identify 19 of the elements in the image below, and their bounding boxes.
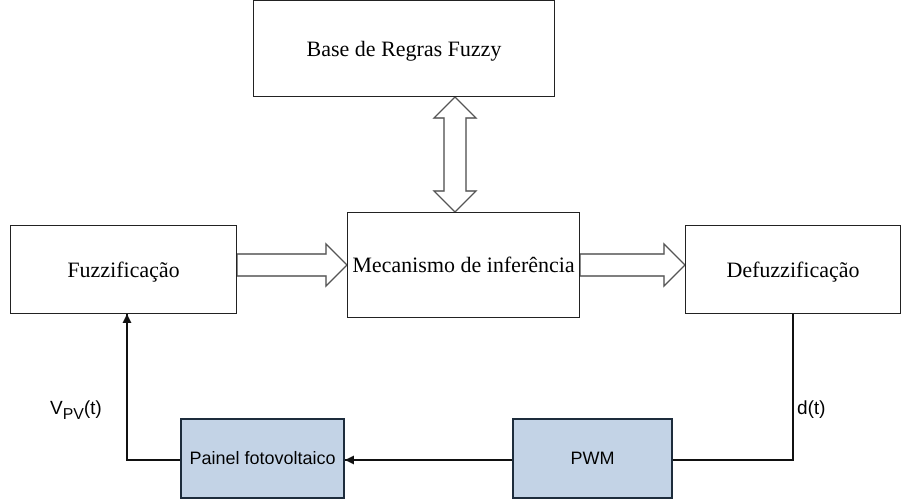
block-arrow <box>432 96 478 213</box>
edge-label: d(t) <box>795 398 828 420</box>
box-label: Painel fotovoltaico <box>189 447 336 470</box>
process-box <box>512 418 673 499</box>
block-arrow <box>236 242 348 288</box>
block-arrow <box>579 242 686 288</box>
process-box <box>10 225 237 314</box>
process-box <box>347 212 580 318</box>
arrow <box>345 456 512 464</box>
box-label: Defuzzificação <box>726 256 860 284</box>
connector-line <box>673 314 794 461</box>
process-box <box>685 225 901 314</box>
box-label: Base de Regras Fuzzy <box>306 34 502 63</box>
box-label: Mecanismo de inferência <box>352 251 575 280</box>
process-box <box>180 418 345 499</box>
arrow <box>122 314 180 461</box>
box-label: Fuzzificação <box>67 256 180 284</box>
process-box <box>253 0 555 97</box>
box-label: PWM <box>570 447 614 470</box>
